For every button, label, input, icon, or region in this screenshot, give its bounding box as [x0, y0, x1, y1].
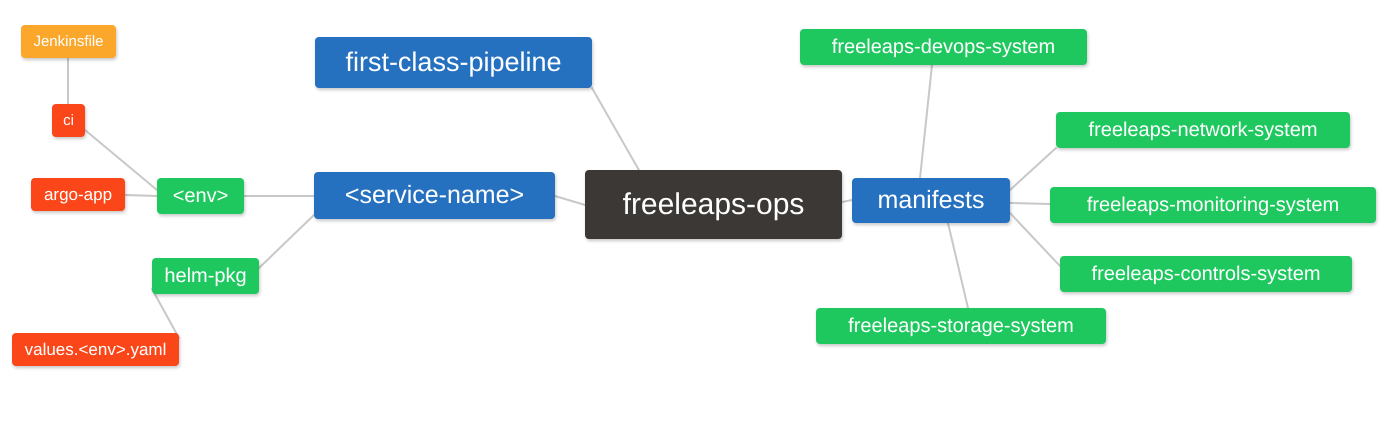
edge-service-name-to-helm-pkg	[258, 214, 315, 269]
node-label-freeleaps-controls-system: freeleaps-controls-system	[1091, 263, 1321, 285]
node-env[interactable]: <env>	[157, 178, 244, 214]
node-label-freeleaps-monitoring-system: freeleaps-monitoring-system	[1086, 194, 1340, 216]
node-ci[interactable]: ci	[52, 104, 85, 137]
node-argo-app[interactable]: argo-app	[31, 178, 125, 211]
node-manifests[interactable]: manifests	[852, 178, 1010, 223]
edge-env-to-argo-app	[124, 194, 158, 197]
node-first-class-pipeline[interactable]: first-class-pipeline	[315, 37, 592, 88]
node-label-first-class-pipeline: first-class-pipeline	[345, 47, 562, 77]
node-label-helm-pkg: helm-pkg	[164, 265, 247, 287]
node-freeleaps-controls-system[interactable]: freeleaps-controls-system	[1060, 256, 1352, 292]
node-label-freeleaps-network-system: freeleaps-network-system	[1088, 119, 1318, 141]
node-label-values-env-yaml: values.<env>.yaml	[24, 340, 167, 359]
node-label-manifests: manifests	[877, 186, 985, 214]
node-label-ci: ci	[63, 112, 74, 129]
edge-manifests-to-freeleaps-devops-system	[919, 64, 933, 179]
node-freeleaps-monitoring-system[interactable]: freeleaps-monitoring-system	[1050, 187, 1376, 223]
node-freeleaps-ops[interactable]: freeleaps-ops	[585, 170, 842, 239]
edge-helm-pkg-to-values-env-yaml	[151, 288, 180, 339]
node-label-freeleaps-devops-system: freeleaps-devops-system	[831, 36, 1056, 58]
node-label-service-name: <service-name>	[344, 181, 525, 209]
node-helm-pkg[interactable]: helm-pkg	[152, 258, 259, 294]
edge-manifests-to-freeleaps-network-system	[1009, 147, 1057, 191]
edge-freeleaps-ops-to-service-name	[554, 195, 586, 206]
edge-manifests-to-freeleaps-storage-system	[947, 222, 969, 309]
node-label-jenkinsfile: Jenkinsfile	[33, 33, 104, 50]
node-label-env: <env>	[172, 185, 229, 207]
edge-freeleaps-ops-to-manifests	[841, 199, 853, 203]
node-freeleaps-network-system[interactable]: freeleaps-network-system	[1056, 112, 1350, 148]
edge-freeleaps-ops-to-first-class-pipeline	[591, 87, 641, 173]
node-values-env-yaml[interactable]: values.<env>.yaml	[12, 333, 179, 366]
node-service-name[interactable]: <service-name>	[314, 172, 555, 219]
node-jenkinsfile[interactable]: Jenkinsfile	[21, 25, 116, 58]
edge-manifests-to-freeleaps-monitoring-system	[1009, 202, 1051, 205]
node-freeleaps-devops-system[interactable]: freeleaps-devops-system	[800, 29, 1087, 65]
node-freeleaps-storage-system[interactable]: freeleaps-storage-system	[816, 308, 1106, 344]
node-label-freeleaps-storage-system: freeleaps-storage-system	[848, 315, 1074, 337]
node-label-freeleaps-ops: freeleaps-ops	[622, 187, 805, 221]
node-label-argo-app: argo-app	[43, 185, 113, 204]
